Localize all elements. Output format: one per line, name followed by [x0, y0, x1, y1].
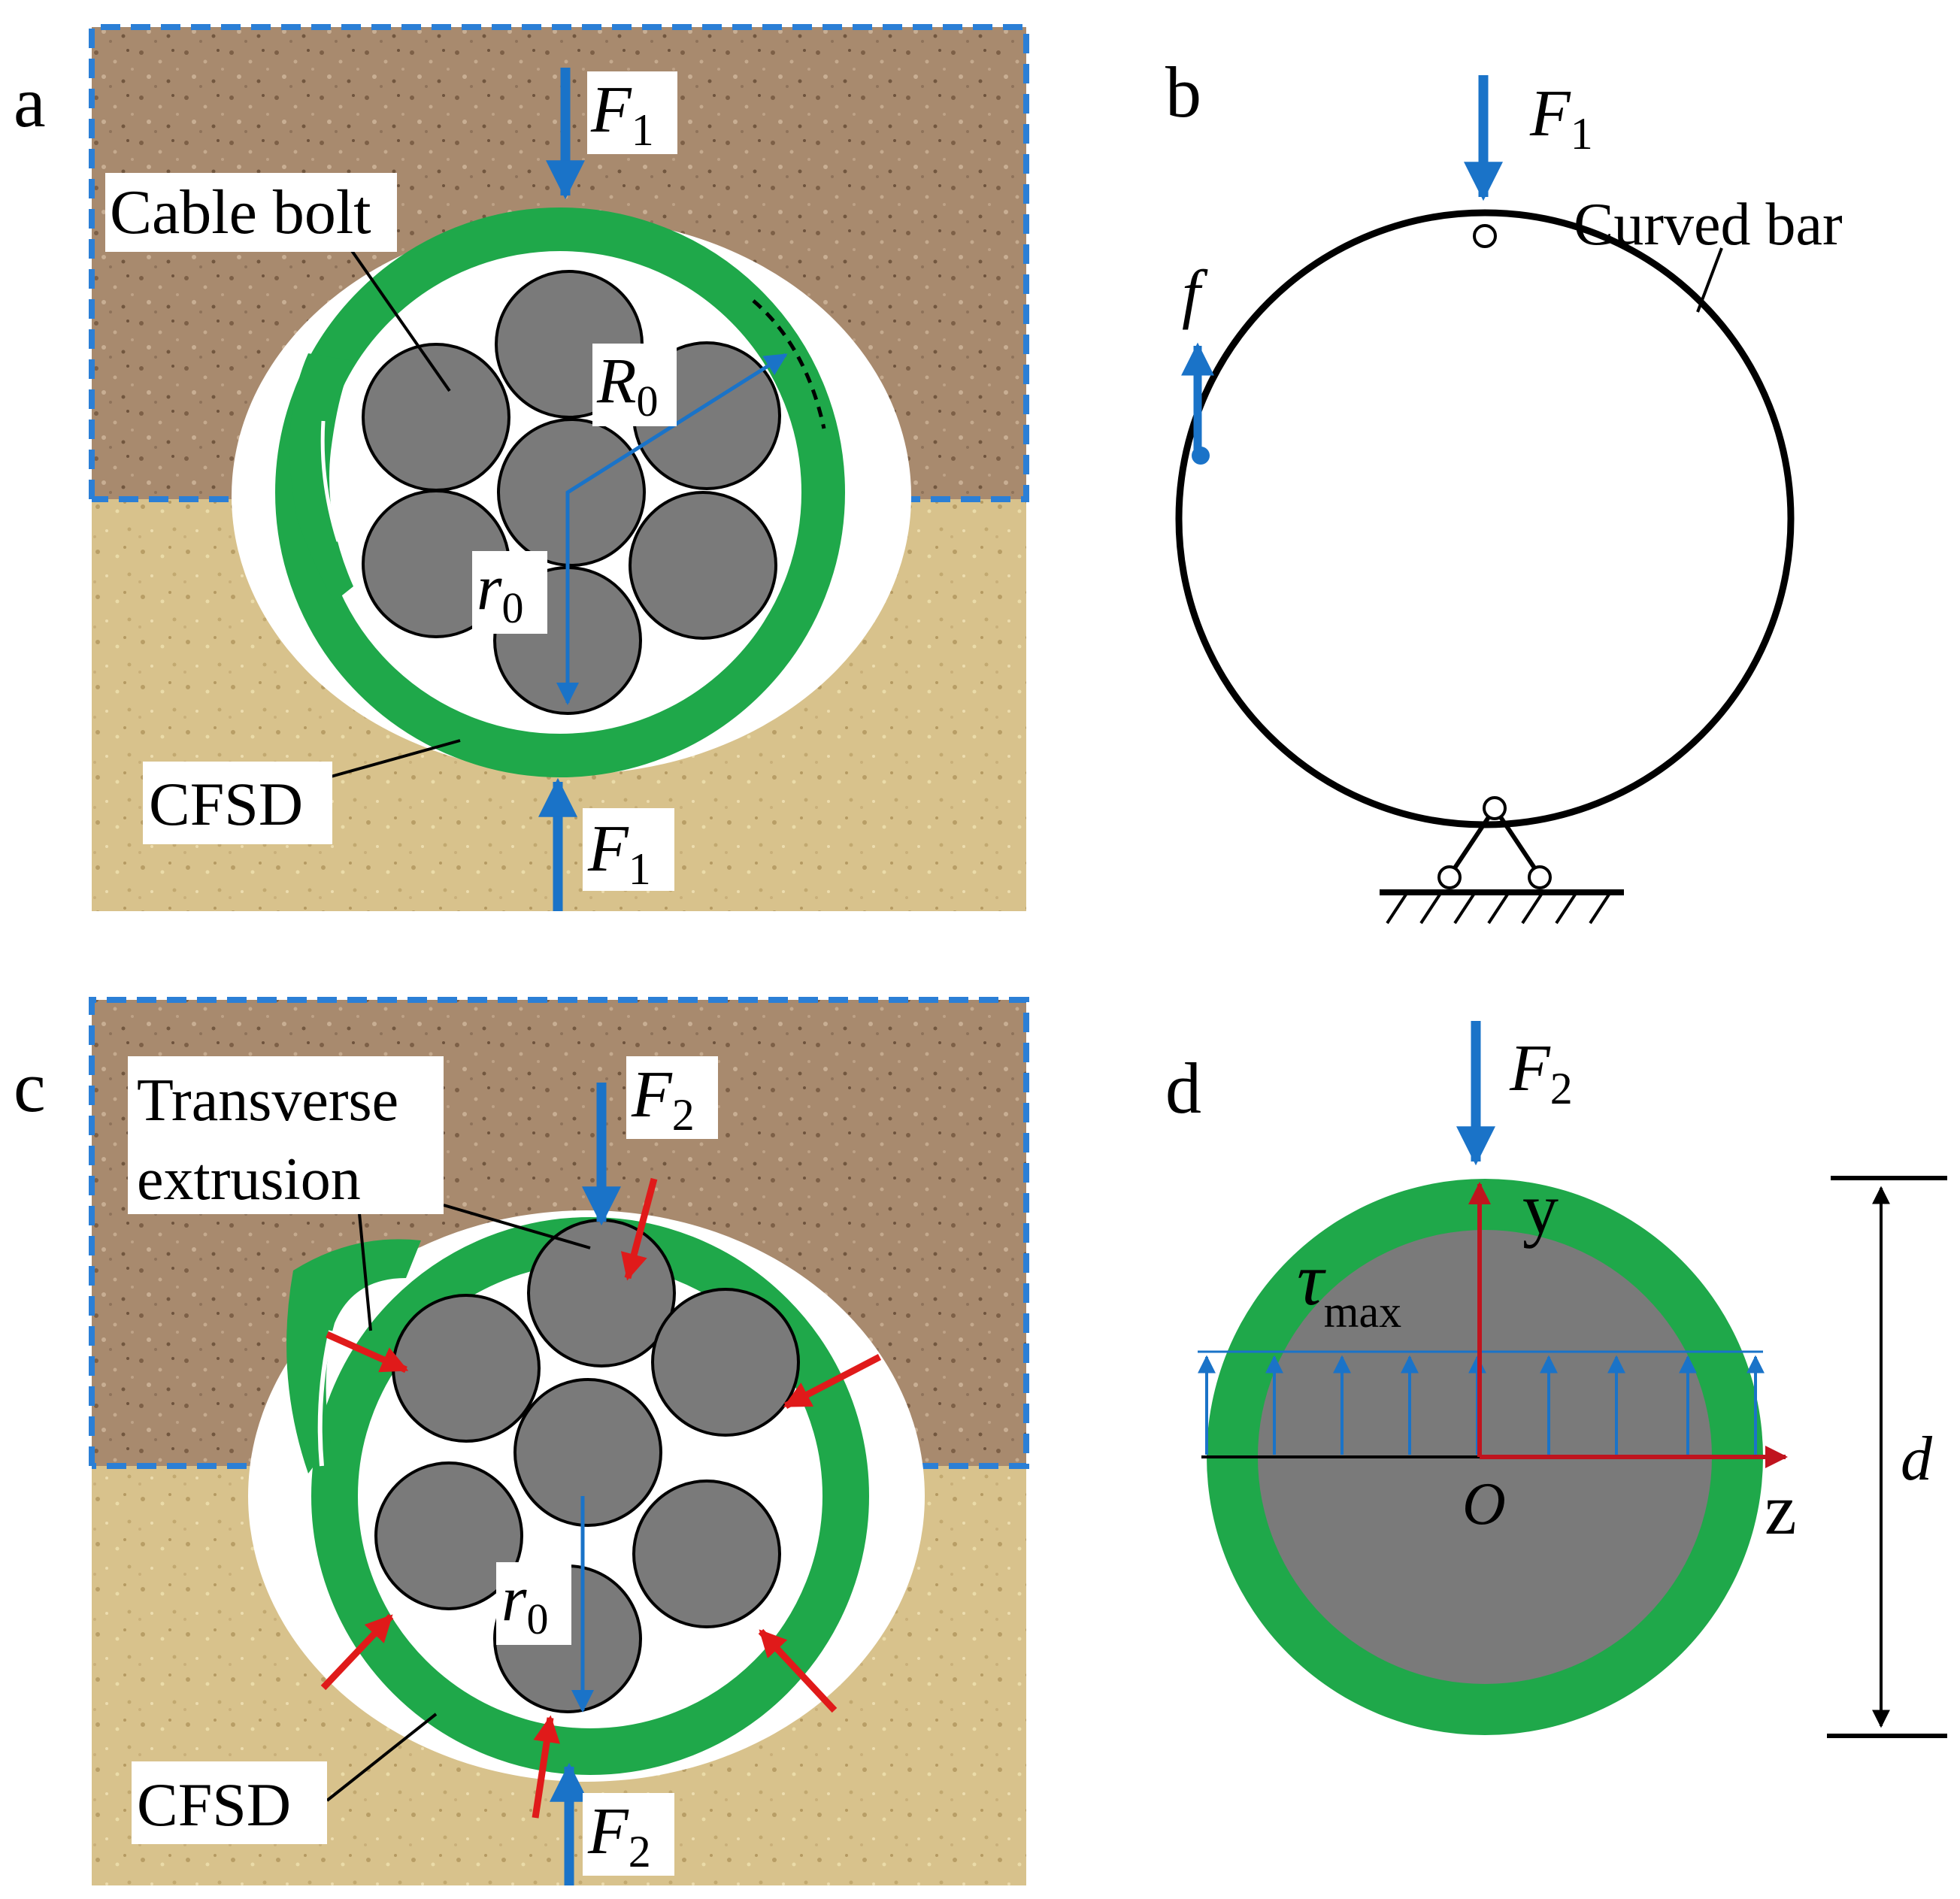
panel-letter-c: c	[14, 1046, 46, 1127]
panel-a: a F1 Cable bolt R0 r0 CFSD F1	[5, 24, 1029, 911]
strand	[632, 1480, 781, 1628]
strand	[362, 343, 510, 492]
force-label-F2-top: F2	[631, 1059, 695, 1140]
friction-label: f	[1182, 258, 1208, 331]
label-box	[592, 344, 677, 426]
force-label-F1-bottom: F1	[587, 813, 651, 894]
panel-d: d F2 y z O τmax d	[1165, 1021, 1947, 1738]
panel-letter-a: a	[14, 62, 46, 142]
top-hinge	[1473, 224, 1497, 248]
support-strut	[1492, 807, 1542, 877]
support-hinge	[1437, 865, 1462, 889]
strand	[629, 491, 777, 640]
cfsd-leader	[326, 1713, 438, 1802]
panel-letter-b: b	[1165, 52, 1201, 132]
cable-bolt-leader	[341, 235, 451, 392]
label-box	[496, 1562, 571, 1645]
curved-bar-label: Curved bar	[1574, 192, 1843, 258]
bottom-support	[1380, 796, 1624, 925]
z-axis-label: z	[1765, 1469, 1797, 1549]
label-box	[105, 173, 397, 252]
friction-point	[1192, 447, 1210, 465]
label-box	[626, 1056, 718, 1139]
extrusion-arrow	[758, 1628, 838, 1713]
force-label-F1-top: F1	[590, 74, 654, 155]
dashed-boundary	[89, 24, 1029, 502]
extrusion-arrow	[783, 1354, 882, 1409]
cfsd-label-c: CFSD	[137, 1770, 291, 1839]
strand	[497, 418, 646, 567]
force-label-F2: F2	[1509, 1032, 1573, 1113]
extrusion-arrow	[320, 1613, 394, 1691]
cfsd-overlap-flap	[289, 353, 353, 601]
strand	[392, 1294, 541, 1443]
strand	[651, 1288, 800, 1437]
diameter-dimension: d	[1827, 1176, 1947, 1738]
label-box	[128, 1056, 444, 1214]
force-label-F2-bottom: F2	[587, 1795, 651, 1876]
transverse-label-line2: extrusion	[137, 1146, 361, 1213]
ground-hatch	[1386, 893, 1610, 925]
label-box	[472, 551, 547, 634]
transverse-label-line1: Transverse	[137, 1068, 398, 1134]
force-label-F1: F1	[1529, 77, 1593, 159]
diameter-label: d	[1901, 1424, 1933, 1494]
label-box	[132, 1761, 327, 1844]
panel-letter-d: d	[1165, 1048, 1201, 1128]
dashed-arc	[752, 299, 826, 429]
extrusion-arrow	[620, 1177, 658, 1281]
curved-bar-leader	[1696, 247, 1723, 313]
label-box	[583, 808, 674, 891]
letter-box	[6, 1045, 66, 1131]
extrusion-arrow	[532, 1715, 560, 1819]
tau-max-label: τmax	[1297, 1237, 1401, 1337]
extrusion-arrows	[320, 1177, 882, 1819]
support-hinge	[1528, 865, 1552, 889]
transverse-leader	[443, 1204, 591, 1249]
support-strut	[1447, 807, 1497, 877]
cable-bolt-label: Cable bolt	[110, 177, 371, 247]
strand	[374, 1461, 523, 1610]
cfsd-leader	[325, 739, 461, 780]
label-box	[587, 71, 677, 154]
cfsd-label-a: CFSD	[149, 770, 303, 838]
cfsd-flap-gap	[317, 1330, 333, 1467]
origin-label: O	[1462, 1471, 1506, 1537]
panel-b: b F1 Curved bar f	[1165, 52, 1843, 925]
label-box	[143, 762, 332, 844]
panel-c: c Transverse extrusion F2 r0 CFSD F2	[6, 997, 1029, 1885]
radius-r0-label: r0	[477, 551, 523, 632]
support-hinge	[1483, 796, 1507, 820]
radius-R0-label: R0	[596, 344, 659, 426]
label-box	[583, 1793, 674, 1876]
strand	[527, 1219, 676, 1367]
y-axis-label: y	[1522, 1168, 1559, 1249]
radius-r0-label: r0	[501, 1562, 548, 1643]
cfsd-flap-gap	[320, 420, 341, 542]
letter-box	[5, 62, 65, 148]
extrusion-arrow	[326, 1331, 409, 1374]
strand	[513, 1378, 662, 1527]
